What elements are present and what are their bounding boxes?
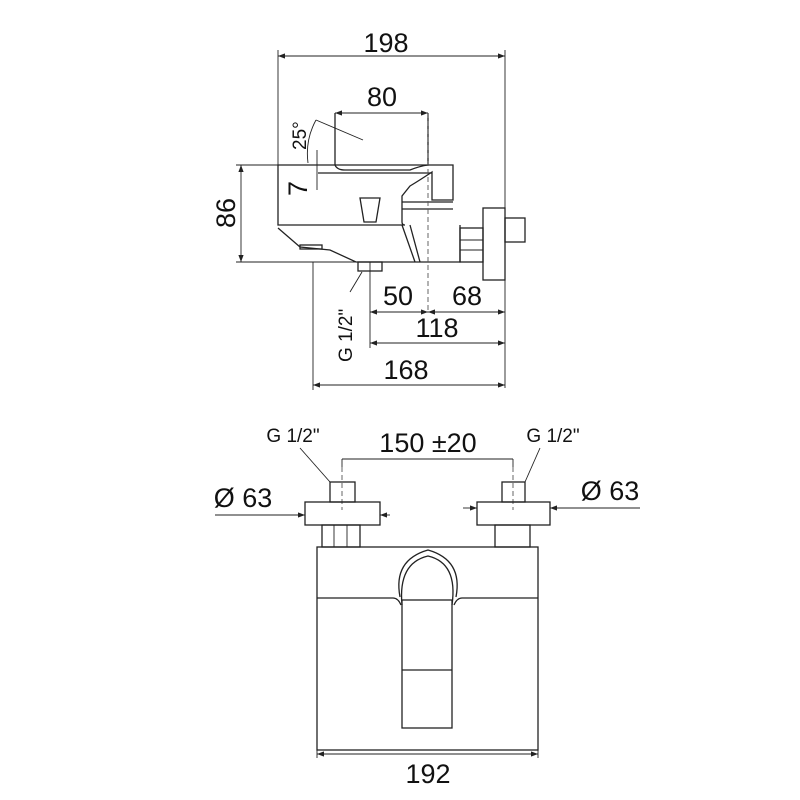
dim-front-to-wall: 168: [383, 355, 428, 385]
flange-diameter-left: Ø 63: [214, 483, 273, 513]
front-view: G 1/2" G 1/2" 150 ±20 Ø 63 Ø 63: [214, 426, 640, 789]
flange-right: [476, 501, 551, 526]
flange-left: [304, 501, 381, 526]
dim-height: 86: [211, 198, 241, 228]
diverter-knob: [359, 197, 381, 223]
handle-arch-outer: [398, 549, 458, 598]
dim-outlet-to-wall: 118: [415, 313, 458, 343]
dim-axis-to-wall: 68: [452, 281, 482, 311]
dim-angle: 25°: [290, 121, 311, 150]
thread-right: G 1/2": [526, 426, 579, 447]
mixer-body-upper: [277, 164, 454, 226]
dim-center-distance: 150 ±20: [379, 428, 476, 458]
inlet-pipe-left: [329, 481, 356, 503]
dim-handle-offset: 7: [283, 181, 313, 196]
dim-overall-width: 198: [363, 28, 408, 58]
side-view: 198 80 25° 7 86 G: [211, 28, 526, 390]
thread-label: G 1/2": [336, 309, 357, 362]
mixer-body-front: [316, 546, 539, 751]
dim-body-width: 192: [405, 759, 450, 789]
handle-arch-inner: [400, 555, 454, 606]
mixer-body-lower: [277, 225, 461, 263]
handle: [334, 113, 429, 171]
nut-left: [321, 524, 361, 548]
inlet-stub: [504, 217, 526, 243]
spout: [401, 599, 453, 729]
nut: [459, 227, 484, 263]
nut-right: [494, 524, 531, 548]
inlet-pipe-right: [501, 481, 526, 503]
aerator: [299, 244, 323, 250]
wall-flange: [482, 207, 506, 281]
flange-diameter-right: Ø 63: [581, 476, 640, 506]
thread-left: G 1/2": [266, 426, 319, 447]
dim-outlet-to-axis: 50: [383, 281, 413, 311]
dim-handle-width: 80: [367, 82, 397, 112]
